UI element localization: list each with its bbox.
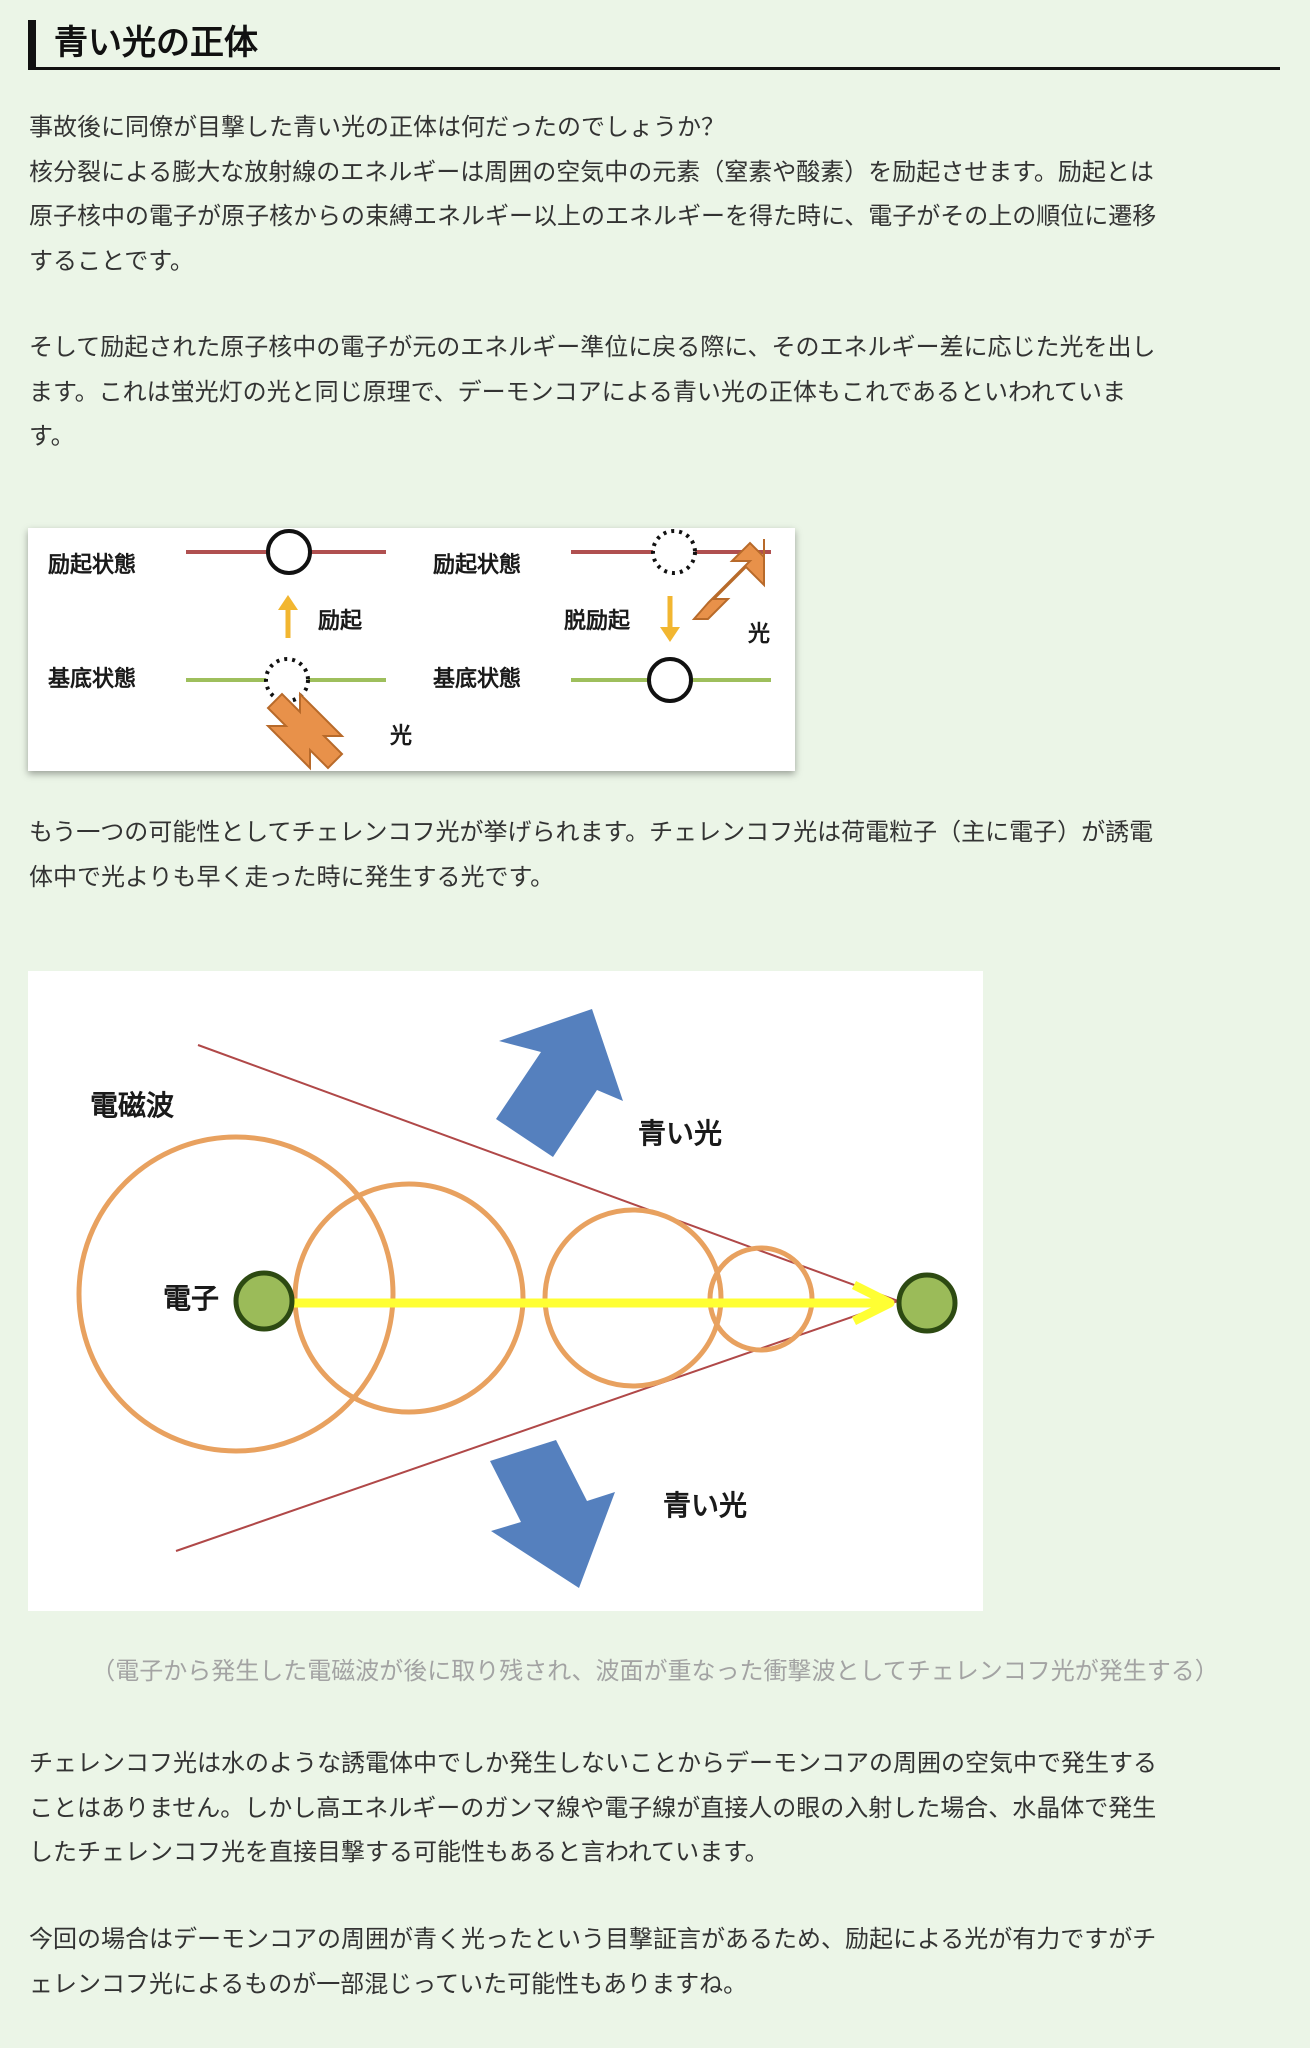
section-heading: 青い光の正体: [28, 20, 1280, 70]
blue-light-arrow-up-icon: [496, 1009, 623, 1157]
excited-state-label-right: 励起状態: [433, 552, 521, 578]
text-line: したチェレンコフ光を直接目撃する可能性もあると言われています。: [29, 1838, 769, 1866]
excitation-label: 励起: [318, 609, 363, 634]
wavefront-circle: [76, 1134, 396, 1454]
text-line: 今回の場合はデーモンコアの周囲が青く光ったという目撃証言があるため、励起による光…: [29, 1925, 1157, 1953]
light-label-left: 光: [389, 724, 412, 749]
text-line: ことはありません。しかし高エネルギーのガンマ線や電子線が直接人の眼の入射した場合…: [29, 1793, 1157, 1822]
text-line: ェレンコフ光によるものが一部混じっていた可能性もありますね。: [29, 1969, 748, 1998]
electron-start-icon: [233, 1270, 295, 1332]
excitation-arrow-icon: [278, 595, 298, 638]
blue-light-label-bottom: 青い光: [663, 1489, 747, 1522]
paragraph-cherenkov-eye: チェレンコフ光は水のような誘電体中でしか発生しないことからデーモンコアの周囲の空…: [29, 1741, 1281, 1875]
wavefront-circle: [292, 1181, 526, 1415]
paragraph-intro: 事故後に同僚が目撃した青い光の正体は何だったのでしょうか？ 核分裂による膨大な放…: [29, 105, 1281, 283]
paragraph-cherenkov-intro: もう一つの可能性としてチェレンコフ光が挙げられます。チェレンコフ光は荷電粒子（主…: [29, 810, 1281, 899]
light-label-right: 光: [747, 622, 770, 647]
wavefront-circle: [542, 1207, 724, 1389]
emitted-light-arrow-icon: [691, 539, 765, 620]
ground-state-label-right: 基底状態: [433, 666, 521, 692]
text-line: することです。: [29, 246, 194, 275]
cherenkov-diagram: 電磁波 電子 青い光 青い光: [28, 971, 983, 1611]
electron-end-icon: [896, 1272, 958, 1334]
cone-line-top: [197, 1044, 899, 1302]
text-line: 体中で光よりも早く走った時に発生する光です。: [29, 862, 555, 891]
excitation-diagram: 励起状態 基底状態 励起 光 励起状態 脱励起: [28, 528, 795, 771]
text-line: 核分裂による膨大な放射線のエネルギーは周囲の空気中の元素（窒素や酸素）を励起させ…: [29, 157, 1154, 186]
cone-line-bottom: [175, 1300, 899, 1552]
section-title: 青い光の正体: [54, 23, 258, 63]
incoming-light-arrow-icon: [265, 691, 345, 771]
deexcitation-label: 脱励起: [564, 609, 631, 634]
electron-vacancy-right: [651, 529, 697, 575]
text-line: 原子核中の電子が原子核からの束縛エネルギー以上のエネルギーを得た時に、電子がその…: [29, 202, 1157, 230]
ground-state-label-left: 基底状態: [48, 666, 136, 692]
electron-ground-right: [647, 657, 693, 703]
paragraph-deexcitation: そして励起された原子核中の電子が元のエネルギー準位に戻る際に、そのエネルギー差に…: [29, 325, 1281, 459]
electron-excited-left: [266, 529, 312, 575]
text-line: チェレンコフ光は水のような誘電体中でしか発生しないことからデーモンコアの周囲の空…: [29, 1749, 1157, 1777]
electron-label: 電子: [163, 1282, 219, 1315]
excited-state-label-left: 励起状態: [48, 552, 136, 578]
em-wave-label: 電磁波: [90, 1089, 175, 1122]
text-line: 事故後に同僚が目撃した青い光の正体は何だったのでしょうか？: [29, 113, 725, 141]
figure-caption: （電子から発生した電磁波が後に取り残され、波面が重なった衝撃波としてチェレンコフ…: [91, 1657, 1219, 1685]
electron-track-arrow-icon: [264, 1280, 895, 1326]
paragraph-conclusion: 今回の場合はデーモンコアの周囲が青く光ったという目撃証言があるため、励起による光…: [29, 1917, 1281, 2006]
deexcitation-arrow-icon: [660, 596, 680, 642]
blue-light-label-top: 青い光: [638, 1117, 722, 1150]
blue-light-arrow-down-icon: [490, 1440, 615, 1588]
text-line: ます。これは蛍光灯の光と同じ原理で、デーモンコアによる青い光の正体もこれであると…: [29, 377, 1127, 406]
text-line: もう一つの可能性としてチェレンコフ光が挙げられます。チェレンコフ光は荷電粒子（主…: [29, 818, 1154, 846]
text-line: そして励起された原子核中の電子が元のエネルギー準位に戻る際に、そのエネルギー差に…: [29, 333, 1156, 361]
text-line: す。: [29, 422, 75, 450]
